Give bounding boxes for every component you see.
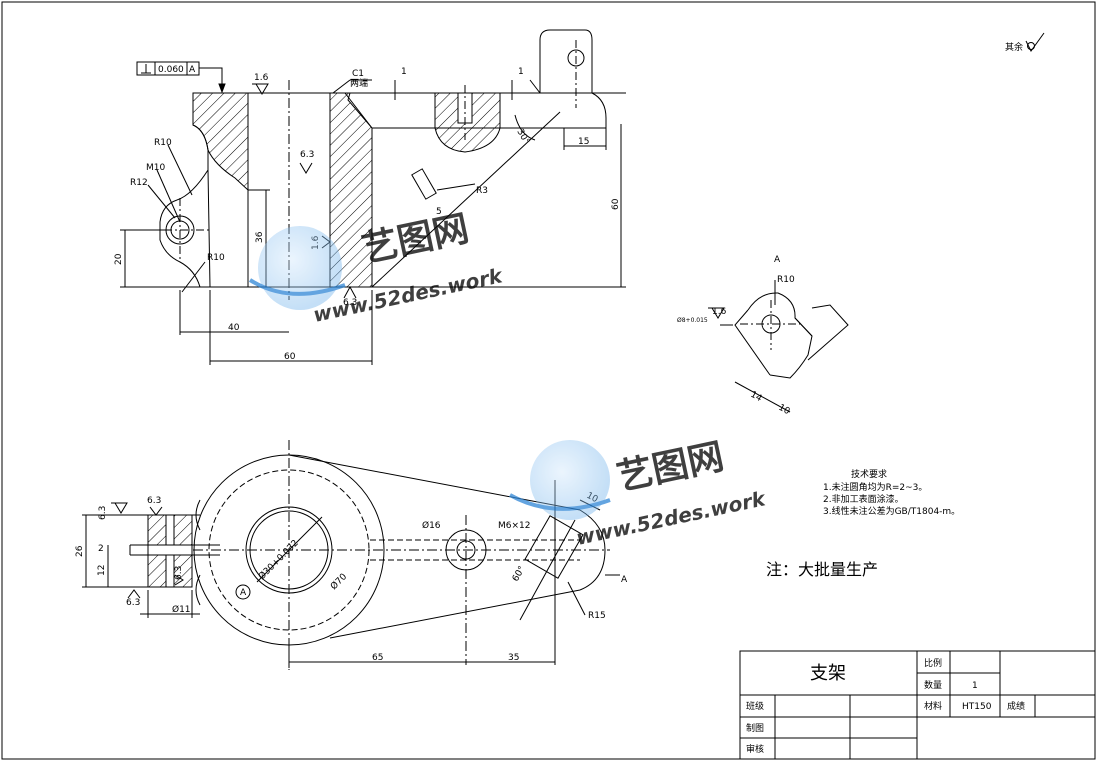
aux-dim-14: 14 [749,390,764,404]
dim-40: 40 [228,323,240,333]
dim-d70: Ø70 [328,571,349,592]
finish-bottom: 6.3 [343,298,357,308]
watermark-brand-1: 艺图网 [358,208,472,271]
top-view [82,440,620,670]
aux-bore: Ø8+0.015 [677,317,708,324]
thread-m10: M10 [146,163,165,173]
angle-60: 60° [511,565,528,584]
dim-26: 26 [75,545,85,557]
material-label: 材料 [924,700,942,712]
aux-dim-10: 10 [777,403,792,417]
radius-r3: R3 [476,186,488,196]
grade-label: 成绩 [1007,700,1025,712]
bore-d30: Ø30+0.032 [256,538,300,582]
chamfer: C1 [352,69,364,79]
tech-item-3: 3.线性未注公差为GB/T1804-m。 [823,505,960,517]
tolerance-value: 0.060 [158,65,184,75]
watermark-2: 艺图网 www.52des.work [509,436,769,550]
finish-b: 6.3 [147,496,161,506]
material-value: HT150 [962,702,992,712]
front-view: 0.060 A [120,29,626,365]
step-two: 1 [518,67,524,77]
check-label: 审核 [746,743,764,755]
dim-35: 35 [508,653,519,663]
aux-view-a [708,280,849,413]
dim-65: 65 [372,653,383,663]
dim-60-vertical: 60 [611,198,621,210]
thread-m6: M6×12 [498,521,530,531]
angle-30: 30° [514,128,531,147]
dim-d16: Ø16 [422,520,441,531]
tolerance-frame [136,61,226,94]
radius-r10-low: R10 [207,253,225,263]
dim-15: 15 [578,137,589,147]
radius-r12: R12 [130,178,148,188]
radius-r10-top: R10 [154,138,172,148]
dim-12: 12 [97,565,107,576]
finish-top: 1.6 [254,73,269,83]
view-a-label: A [774,255,781,265]
dim-60-horizontal: 60 [284,352,296,362]
roughness-label: 其余 [1005,41,1023,53]
part-name: 支架 [810,663,846,684]
dim-d11: Ø11 [172,604,191,615]
finish-a: 6.3 [98,506,108,520]
finish-d: 6.3 [126,598,140,608]
tech-item-2: 2.非加工表面涂漆。 [823,493,904,505]
tech-item-1: 1.未注圆角均为R=2~3。 [823,481,927,493]
aux-finish: 1.6 [712,307,727,317]
drawn-label: 制图 [746,722,764,734]
finish-c: 6.3 [174,566,184,580]
dim-36: 36 [255,231,265,243]
tech-title: 技术要求 [851,468,887,480]
production-note: 注：大批量生产 [766,560,878,579]
class-label: 班级 [746,700,764,712]
qty-label: 数量 [924,679,942,691]
dim-5: 5 [436,207,442,217]
tolerance-datum: A [189,65,196,75]
aux-r10: R10 [777,275,795,285]
finish-bore: 6.3 [300,150,314,160]
dim-2: 2 [98,544,104,554]
radius-r15: R15 [588,611,606,621]
watermark-brand-2: 艺图网 [613,436,727,499]
roughness-general: 其余 [1005,32,1045,53]
view-arrow-a: A [621,575,628,585]
datum-circle-a: A [240,588,247,598]
scale-label: 比例 [924,657,942,669]
qty-value: 1 [972,681,978,691]
title-block [739,650,1096,760]
chamfer-note: 两端 [350,77,368,89]
step-one: 1 [401,67,407,77]
watermark-1: 艺图网 www.52des.work [248,208,506,327]
dim-20: 20 [114,253,124,265]
